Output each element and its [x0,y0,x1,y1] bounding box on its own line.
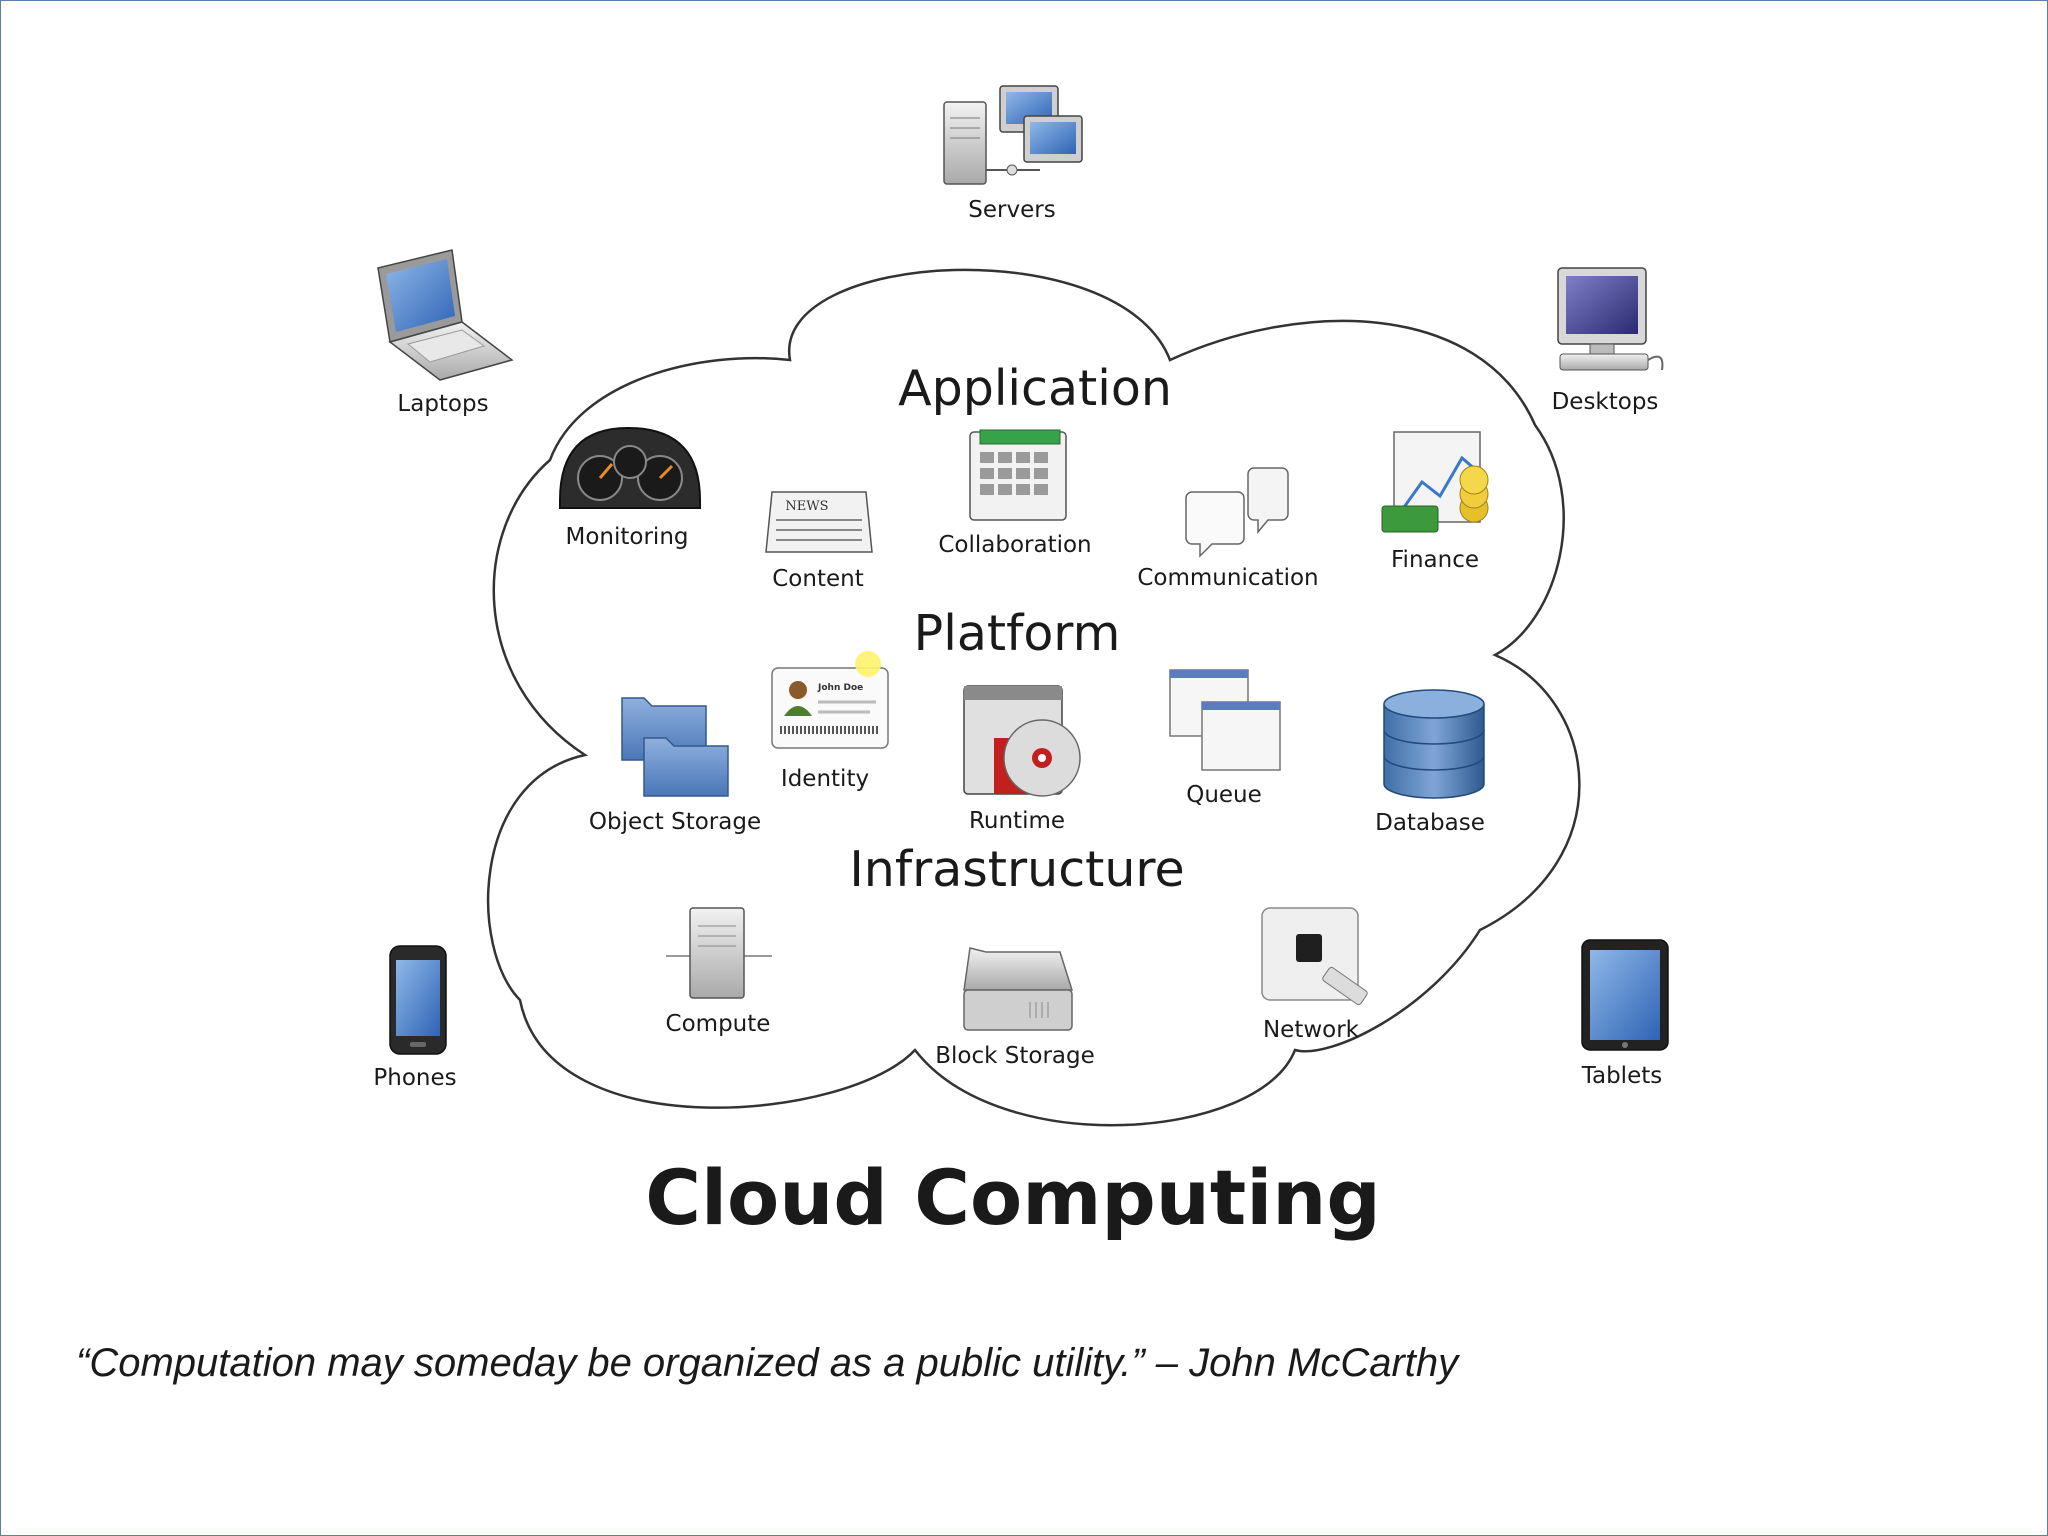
device-label-phones: Phones [373,1065,456,1091]
item-label-finance: Finance [1391,547,1479,573]
runtime-disc-icon [963,685,1081,797]
device-label-servers: Servers [968,197,1055,223]
calendar-icon [969,429,1067,521]
layer-label-platform: Platform [914,605,1121,662]
database-icon [1383,689,1485,799]
item-label-network: Network [1263,1017,1360,1043]
layer-label-infrastructure: Infrastructure [849,841,1184,898]
hard-drive-icon [963,947,1074,1031]
item-label-queue: Queue [1186,782,1262,808]
layer-label-application: Application [898,360,1172,417]
device-label-tablets: Tablets [1581,1063,1662,1089]
id-badge-icon: John Doe [771,651,889,749]
finance-chart-icon [1381,431,1489,533]
item-label-communication: Communication [1137,565,1318,591]
monitoring-gauge-icon [559,426,701,509]
diagram-title: Cloud Computing [645,1153,1381,1242]
servers-icon [943,85,1083,185]
device-label-laptops: Laptops [397,391,488,417]
item-label-compute: Compute [666,1011,771,1037]
tablet-icon [1581,939,1669,1051]
device-label-desktops: Desktops [1552,389,1659,415]
item-label-block-storage: Block Storage [935,1043,1095,1069]
item-label-object-storage: Object Storage [589,809,761,835]
phone-icon [389,945,447,1055]
item-label-runtime: Runtime [969,808,1065,834]
chat-bubbles-icon [1185,467,1289,558]
svg-text:NEWS: NEWS [785,499,828,514]
mccarthy-quote: “Computation may someday be organized as… [76,1341,1459,1385]
compute-server-icon [666,907,772,999]
desktop-icon [1557,267,1664,371]
item-label-identity: Identity [781,766,869,792]
item-label-collaboration: Collaboration [938,532,1091,558]
laptop-icon [377,249,514,381]
queue-windows-icon [1169,669,1281,771]
item-label-monitoring: Monitoring [566,524,689,550]
item-label-database: Database [1375,810,1485,836]
folders-icon [621,697,729,797]
newspaper-icon: NEWS [765,491,873,553]
network-jack-icon [1261,907,1368,1006]
item-label-content: Content [772,566,863,592]
svg-text:John Doe: John Doe [817,683,863,693]
